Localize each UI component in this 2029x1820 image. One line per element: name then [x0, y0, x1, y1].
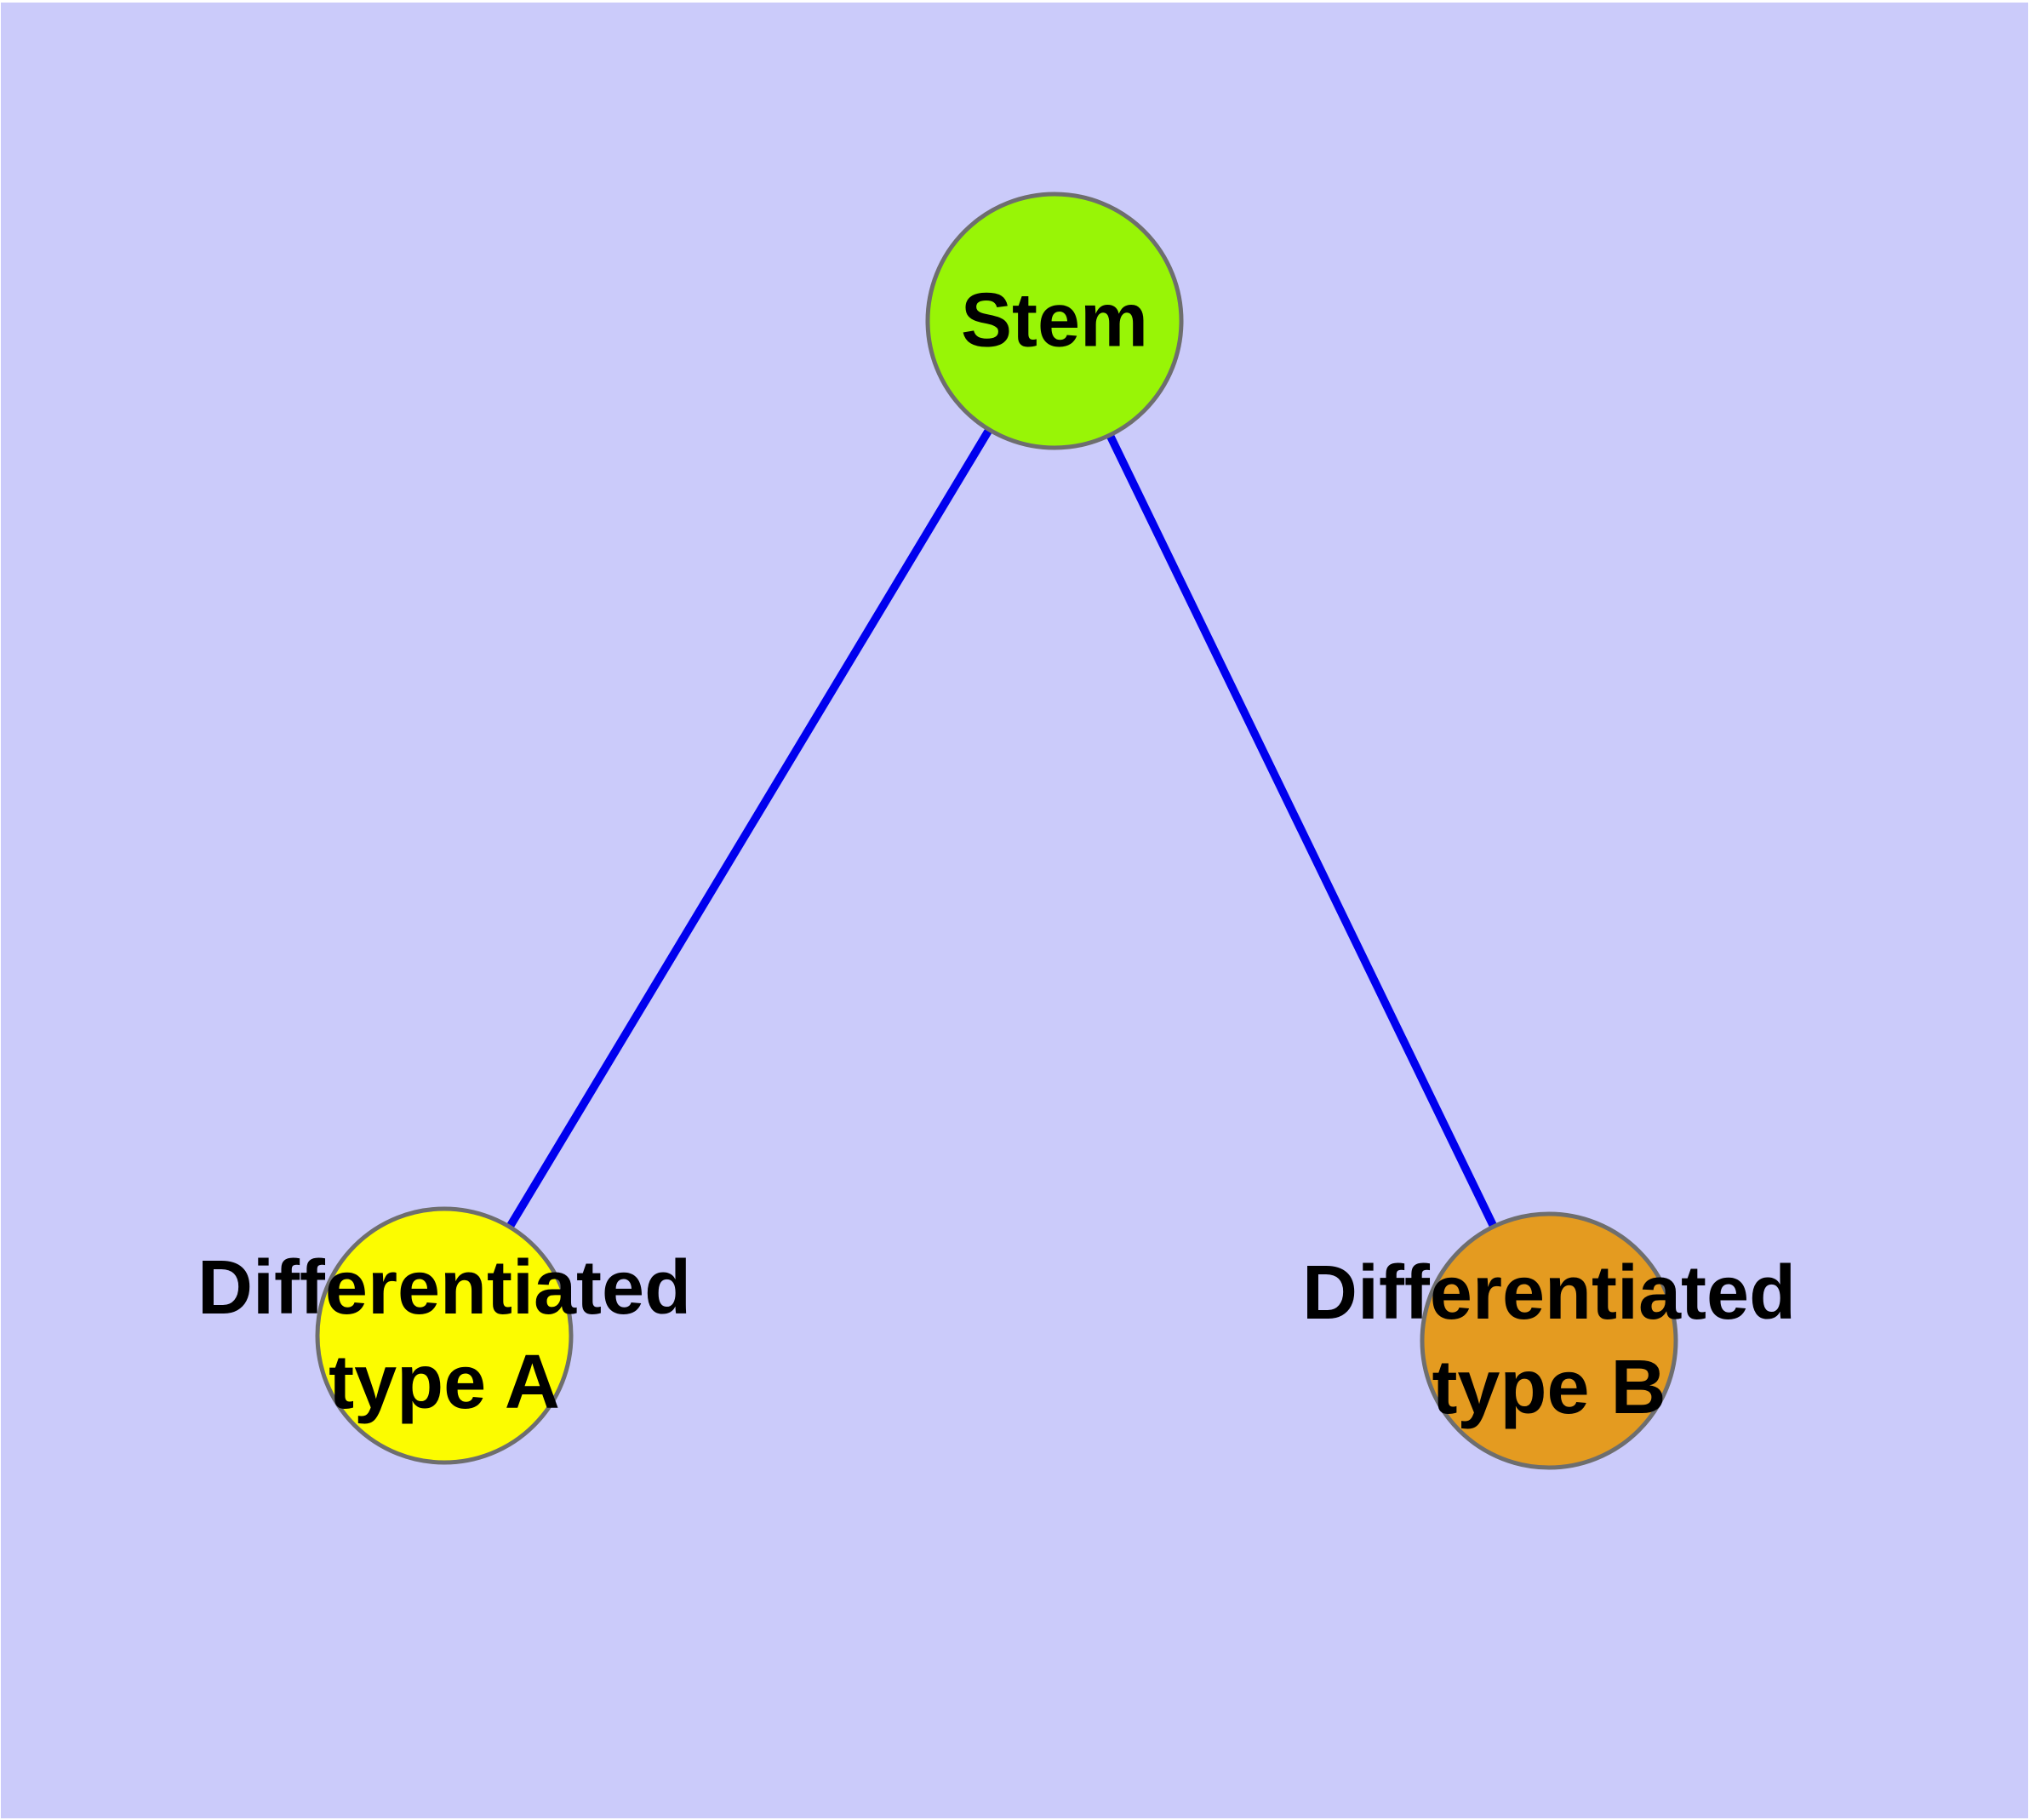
node-diff-b-circle	[1420, 1211, 1678, 1470]
node-label-line: Stem	[960, 278, 1149, 363]
node-diff-a-circle	[315, 1206, 574, 1465]
node-label-diff-a: Differentiated type A	[197, 1241, 691, 1430]
node-label-line: Differentiated	[1301, 1251, 1797, 1336]
node-label-line: Differentiated	[197, 1245, 692, 1331]
edge-stem-diff-a	[440, 318, 1059, 1338]
node-label-stem: Stem	[961, 274, 1148, 369]
graph-svg	[315, 192, 1678, 1470]
edge-stem-diff-b	[1050, 318, 1553, 1343]
node-label-diff-b: Differentiated type B	[1302, 1246, 1796, 1435]
node-label-line: type B	[1432, 1345, 1666, 1430]
node-stem-circle	[925, 192, 1184, 450]
node-label-line: type A	[329, 1340, 560, 1425]
